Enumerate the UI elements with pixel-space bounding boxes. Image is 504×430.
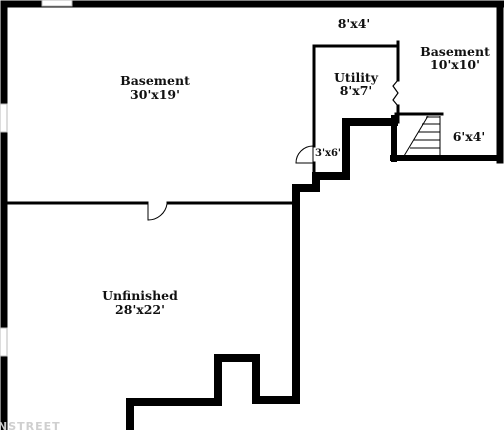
unfinished-name: Unfinished [102, 288, 178, 303]
doors [147, 79, 399, 221]
left-window-lower [0, 327, 8, 357]
windows [0, 0, 73, 357]
divider-door [147, 203, 168, 221]
watermark-text: NSTREET [0, 420, 61, 430]
basement-small-size: 10'x10' [430, 57, 480, 72]
left-window-upper [0, 103, 8, 133]
unfinished-size: 28'x22' [115, 302, 165, 317]
top-window [41, 0, 73, 7]
basement-main-name: Basement [120, 73, 190, 88]
closet-door [295, 145, 314, 164]
utility-name: Utility [334, 70, 379, 85]
basement-main-size: 30'x19' [130, 87, 180, 102]
interior-walls [4, 40, 444, 205]
top-dimension-label: 8'x4' [338, 16, 371, 31]
basement-small-name: Basement [420, 44, 490, 59]
stepped-wall [126, 118, 398, 430]
stair-stringer [403, 115, 429, 157]
stairs [403, 115, 441, 157]
stair-dimension-label: 6'x4' [453, 129, 486, 144]
closet-dimension-label: 3'x6' [315, 148, 341, 159]
utility-bifold-door [392, 79, 399, 107]
utility-size: 8'x7' [340, 83, 373, 98]
